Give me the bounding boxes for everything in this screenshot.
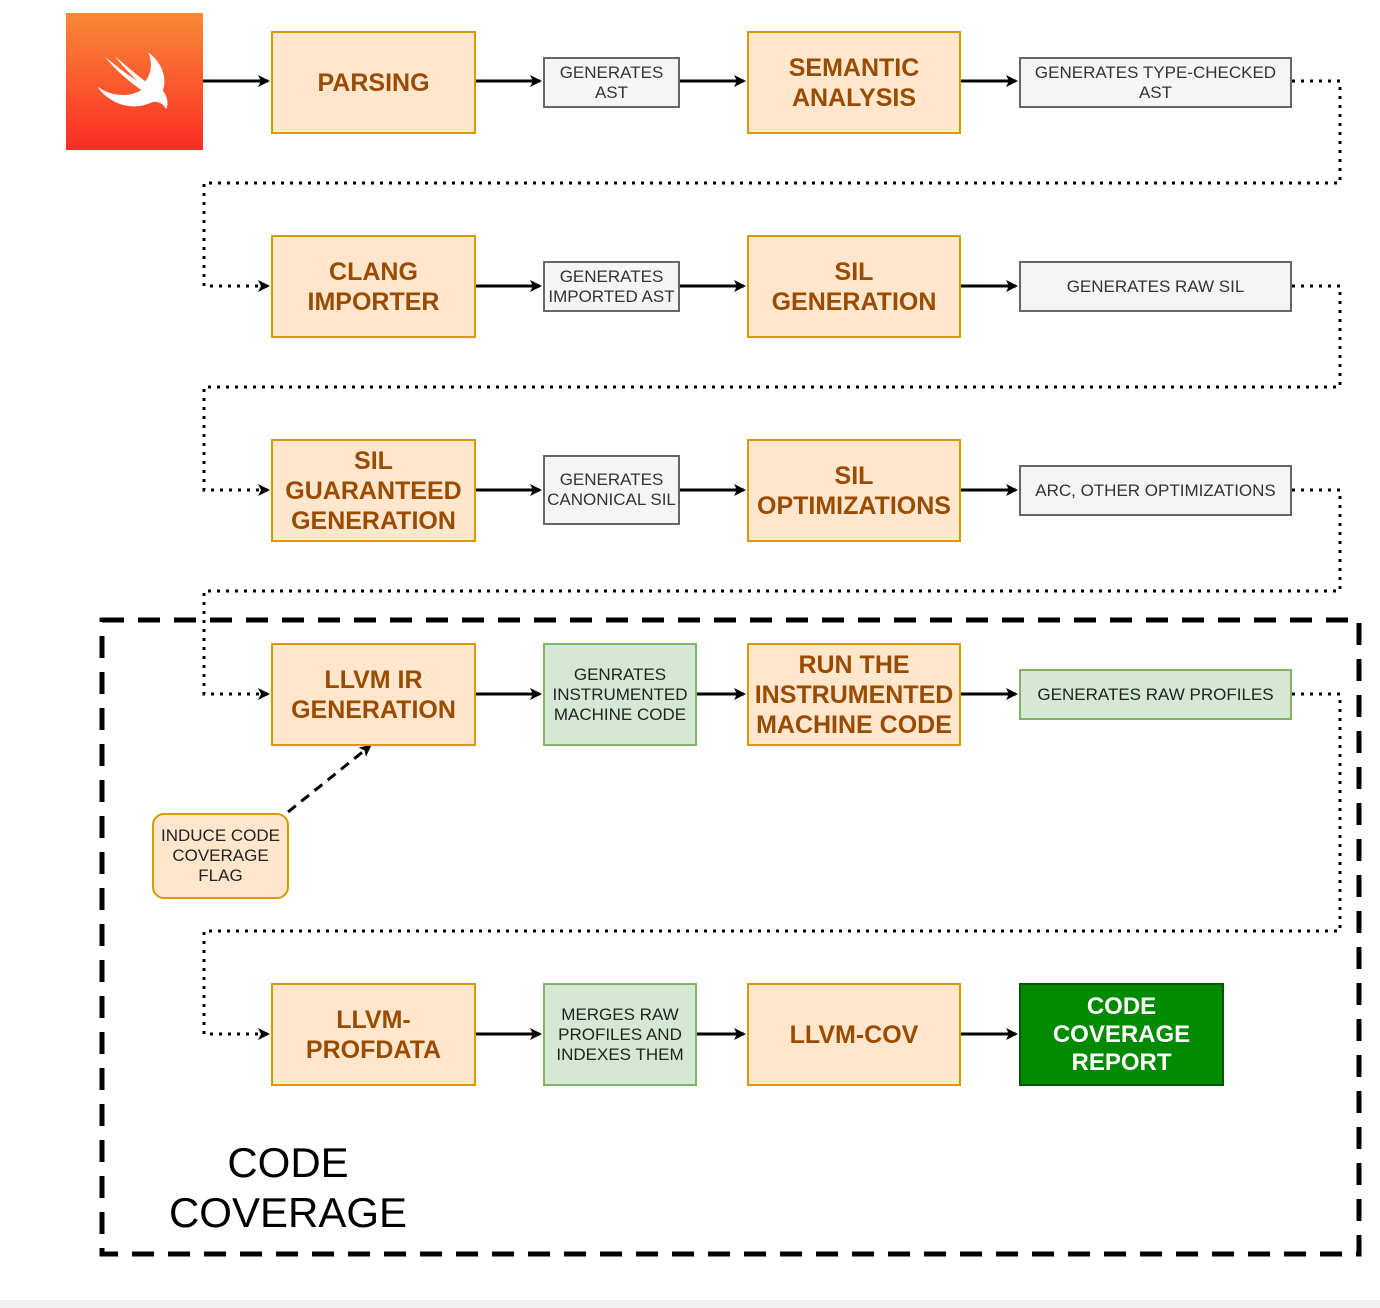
induce-coverage-flag: INDUCE CODE COVERAGE FLAG <box>152 813 289 899</box>
merges-raw-profiles-output: MERGES RAW PROFILES AND INDEXES THEM <box>543 983 697 1086</box>
instrumented-machine-code-label: GENRATES INSTRUMENTED MACHINE CODE <box>552 664 688 724</box>
llvm-cov-stage: LLVM-COV <box>747 983 961 1086</box>
dotted-connectors <box>202 79 1342 1040</box>
merges-raw-profiles-label: MERGES RAW PROFILES AND INDEXES THEM <box>556 1004 684 1064</box>
code-coverage-report: CODE COVERAGE REPORT <box>1019 983 1224 1086</box>
code-coverage-group-border <box>99 617 1362 1257</box>
generates-canonical-sil-label: GENERATES CANONICAL SIL <box>547 470 676 509</box>
generates-type-checked-ast-label: GENERATES TYPE-CHECKED AST <box>1034 62 1277 102</box>
swift-logo-icon <box>97 52 168 109</box>
arc-other-optimizations-output: ARC, OTHER OPTIMIZATIONS <box>1019 465 1292 516</box>
generates-raw-profiles-label: GENERATES RAW PROFILES <box>1037 684 1274 704</box>
code-coverage-group-label: CODE COVERAGE <box>168 1139 408 1236</box>
generates-raw-profiles-output: GENERATES RAW PROFILES <box>1019 669 1292 720</box>
semantic-analysis-label: SEMANTIC ANALYSIS <box>788 53 920 112</box>
llvm-ir-generation-stage: LLVM IR GENERATION <box>271 643 476 746</box>
clang-importer-stage: CLANG IMPORTER <box>271 235 476 338</box>
swift-logo <box>66 13 203 150</box>
generates-ast-output: GENERATES AST <box>543 57 680 108</box>
llvm-profdata-stage: LLVM- PROFDATA <box>271 983 476 1086</box>
generates-canonical-sil-output: GENERATES CANONICAL SIL <box>543 455 680 525</box>
llvm-cov-label: LLVM-COV <box>789 1020 919 1049</box>
run-instrumented-code-label: RUN THE INSTRUMENTED MACHINE CODE <box>754 650 954 739</box>
sil-guaranteed-generation-label: SIL GUARANTEED GENERATION <box>285 446 462 535</box>
generates-raw-sil-output: GENERATES RAW SIL <box>1019 261 1292 312</box>
generates-type-checked-ast-output: GENERATES TYPE-CHECKED AST <box>1019 57 1292 108</box>
generates-imported-ast-output: GENERATES IMPORTED AST <box>543 261 680 312</box>
llvm-profdata-label: LLVM- PROFDATA <box>305 1005 442 1064</box>
semantic-analysis-stage: SEMANTIC ANALYSIS <box>747 31 961 134</box>
induce-coverage-flag-label: INDUCE CODE COVERAGE FLAG <box>160 826 280 885</box>
parsing-label: PARSING <box>317 68 430 97</box>
flag-arrow <box>287 744 372 814</box>
llvm-ir-generation-label: LLVM IR GENERATION <box>291 665 456 724</box>
parsing-stage: PARSING <box>271 31 476 134</box>
clang-importer-label: CLANG IMPORTER <box>307 257 440 316</box>
code-coverage-report-label: CODE COVERAGE REPORT <box>1052 992 1191 1076</box>
sil-optimizations-label: SIL OPTIMIZATIONS <box>757 461 951 520</box>
sil-optimizations-stage: SIL OPTIMIZATIONS <box>747 439 961 542</box>
sil-generation-label: SIL GENERATION <box>771 257 937 316</box>
sil-generation-stage: SIL GENERATION <box>747 235 961 338</box>
sil-guaranteed-generation-stage: SIL GUARANTEED GENERATION <box>271 439 476 542</box>
bottom-scroll-edge <box>0 1300 1380 1308</box>
arc-other-optimizations-label: ARC, OTHER OPTIMIZATIONS <box>1035 480 1276 500</box>
generates-raw-sil-label: GENERATES RAW SIL <box>1066 276 1245 296</box>
run-instrumented-code-stage: RUN THE INSTRUMENTED MACHINE CODE <box>747 643 961 746</box>
generates-ast-label: GENERATES AST <box>559 62 664 102</box>
solid-arrows <box>203 75 1018 1040</box>
instrumented-machine-code-output: GENRATES INSTRUMENTED MACHINE CODE <box>543 643 697 746</box>
generates-imported-ast-label: GENERATES IMPORTED AST <box>548 266 675 306</box>
